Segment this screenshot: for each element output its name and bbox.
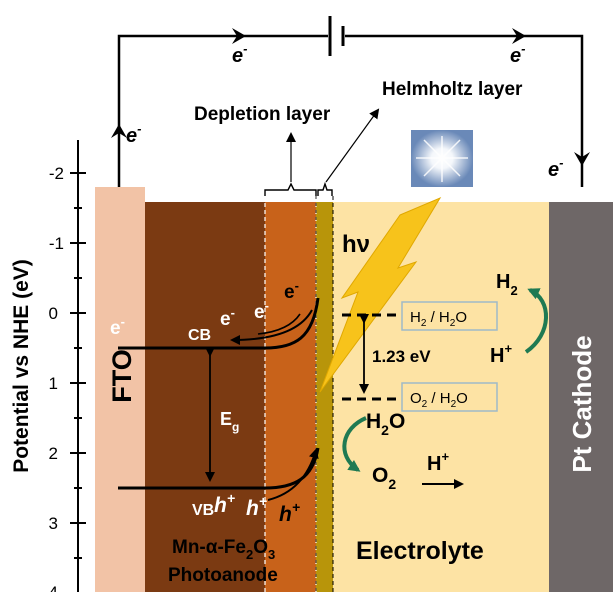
- gap-label: 1.23 eV: [372, 347, 431, 366]
- photoanode-label-line2: Photoanode: [168, 565, 278, 586]
- cb-electron: e-: [284, 278, 299, 303]
- bandgap-label: Eg: [220, 409, 239, 434]
- y-tick-label: -1: [49, 234, 64, 253]
- cb-electron-fto: e-: [110, 314, 125, 339]
- y-axis-ticks: [70, 172, 86, 559]
- hole-transfer-arrow: [267, 448, 319, 501]
- fto-label: FTO: [107, 349, 137, 403]
- h2o-label: H2O: [366, 410, 405, 438]
- vb-hole: h+: [279, 499, 300, 526]
- circuit-wire-right: [345, 34, 584, 187]
- hplus-label-oxidation: H+: [427, 449, 449, 475]
- cb-label: CB: [188, 327, 211, 344]
- hplus-label-reduction: H+: [490, 341, 512, 367]
- cb-electron: e-: [220, 305, 235, 330]
- h2-box-label: H2 / H2O: [410, 309, 467, 329]
- conduction-band: [118, 297, 320, 350]
- helmholtz-region: [316, 202, 333, 592]
- vb-hole: h+: [214, 490, 235, 517]
- cathode-label: Pt Cathode: [567, 335, 597, 472]
- h2-box: [401, 301, 498, 331]
- electron-transfer-arrow-inner: [257, 313, 301, 335]
- fto-region: [95, 187, 145, 592]
- y-axis-label: Potential vs NHE (eV): [10, 259, 33, 473]
- y-tick-label: 2: [49, 444, 58, 463]
- helmholtz-layer-label: Helmholtz layer: [382, 79, 523, 100]
- electron-transfer-arrow: [230, 309, 313, 345]
- oxidation-arrow: [342, 416, 367, 472]
- circuit-electron-top-right: e-: [510, 41, 525, 67]
- photoanode-label-line1: Mn-α-Fe2O3: [172, 537, 275, 562]
- wire-arrow-up-left: [111, 124, 127, 138]
- y-tick-label: -2: [49, 164, 64, 183]
- y-tick-label: 1: [49, 374, 58, 393]
- reduction-arrow: [524, 288, 548, 354]
- cb-electron: e-: [254, 298, 269, 323]
- cathode-region: [549, 202, 613, 592]
- electrolyte-label: Electrolyte: [356, 537, 484, 565]
- y-tick-label: 3: [49, 514, 58, 533]
- y-tick-label: 0: [49, 304, 58, 323]
- circuit-electron-right: e-: [548, 155, 563, 181]
- wire-arrow-right-top-right: [512, 28, 526, 44]
- o2-box: [401, 382, 498, 412]
- depletion-region: [265, 202, 316, 592]
- circuit-electron-left: e-: [126, 121, 141, 147]
- vb-label: VB: [192, 502, 214, 519]
- sun-rays: [416, 136, 468, 182]
- wire-arrow-down-right: [574, 152, 590, 166]
- depletion-layer-label: Depletion layer: [194, 104, 331, 125]
- helmholtz-bracket: [317, 181, 333, 196]
- circuit-electron-top-left: e-: [232, 41, 247, 67]
- depletion-bracket: [264, 182, 317, 196]
- o2-label: O2: [372, 464, 396, 492]
- circuit-wire: [117, 34, 328, 187]
- y-tick-label: 4: [49, 583, 58, 592]
- h2-label: H2: [496, 271, 518, 298]
- hv-label: hν: [342, 231, 370, 258]
- photoanode-region: [145, 202, 265, 592]
- vb-hole: h+: [246, 493, 267, 520]
- o2-box-label: O2 / H2O: [410, 390, 468, 410]
- wire-arrow-right-top-left: [232, 28, 246, 44]
- helmholtz-pointer: [325, 108, 380, 183]
